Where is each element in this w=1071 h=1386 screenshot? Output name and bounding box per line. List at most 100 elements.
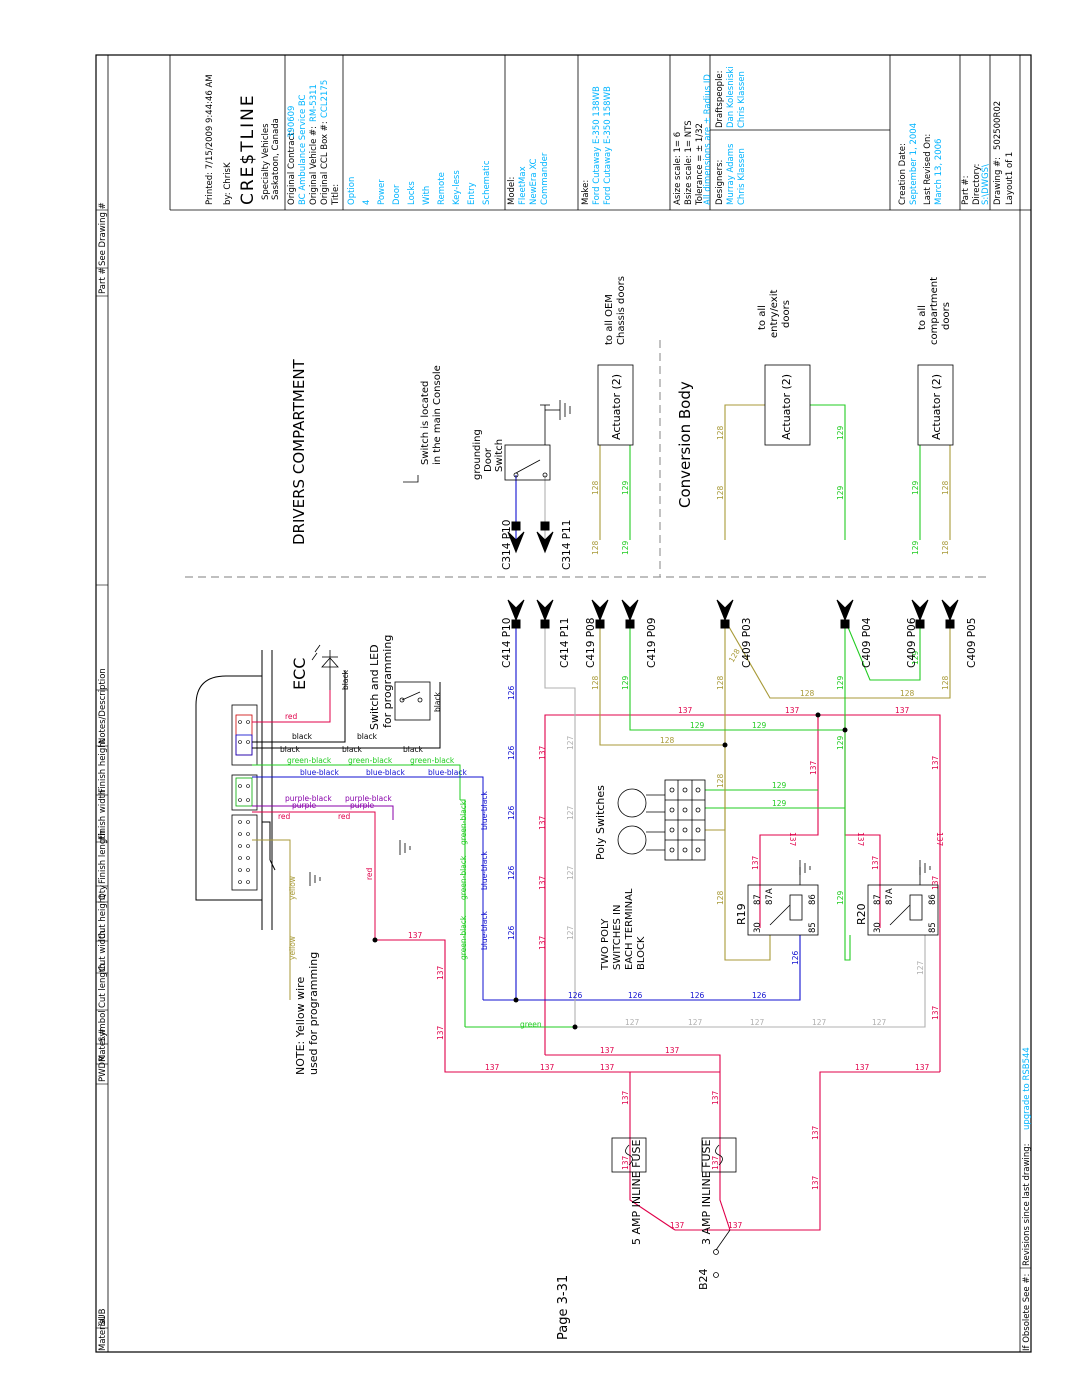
header-col-sub: SUB [98, 1308, 108, 1326]
svg-text:129: 129 [911, 480, 920, 495]
svg-text:128: 128 [716, 675, 725, 690]
svg-text:137: 137 [408, 931, 423, 940]
conversion-body-title: Conversion Body [676, 381, 694, 508]
header-dividers [96, 209, 108, 1329]
svg-text:30: 30 [753, 922, 763, 933]
svg-text:127: 127 [566, 805, 575, 820]
two-poly-1: TWO POLY [600, 918, 611, 971]
svg-text:Ford Cutaway E-350 138WB: Ford Cutaway E-350 138WB [592, 86, 602, 205]
svg-text:blue-black: blue-black [480, 851, 489, 890]
svg-text:Locks: Locks [407, 181, 417, 205]
header-col-notes: Notes/Description [98, 668, 108, 744]
svg-text:red: red [285, 712, 298, 721]
svg-text:30: 30 [873, 922, 883, 933]
svg-text:85: 85 [928, 922, 938, 933]
svg-text:NewEra XC: NewEra XC [529, 158, 539, 205]
svg-text:black: black [280, 745, 301, 754]
svg-text:purple: purple [292, 801, 316, 810]
relay-r19: R19 [735, 903, 748, 925]
svg-text:137: 137 [751, 855, 760, 870]
svg-text:129: 129 [772, 781, 787, 790]
svg-text:C409 P04: C409 P04 [861, 617, 873, 668]
svg-text:127: 127 [566, 865, 575, 880]
company-line1: Specialty Vehicles [261, 123, 271, 200]
tolerance: Tolerance = ± 1/32 [695, 123, 705, 206]
switch-led-label-2: for programming [381, 635, 394, 728]
svg-text:C419 P08: C419 P08 [585, 618, 597, 668]
svg-text:137: 137 [931, 755, 940, 770]
svg-text:127: 127 [872, 1018, 887, 1027]
svg-text:126: 126 [690, 991, 705, 1000]
switch-note-1: Switch is located [420, 381, 431, 465]
fuses [611, 1137, 737, 1173]
header-col-cutlength: Cut length [98, 964, 108, 1008]
svg-text:128: 128 [727, 647, 742, 664]
svg-text:red: red [278, 812, 291, 821]
svg-text:137: 137 [538, 875, 547, 890]
header-text: Material SUB PWDR Mater.# Symbol Cut len… [98, 202, 108, 1351]
svg-text:128: 128 [800, 689, 815, 698]
svg-text:Entry: Entry [467, 182, 477, 205]
led-switch [311, 644, 431, 721]
titleblock-lines [169, 55, 1031, 211]
relays [747, 860, 939, 936]
svg-text:Remote: Remote [437, 172, 447, 205]
svg-text:128: 128 [660, 736, 675, 745]
svg-text:red: red [365, 867, 374, 880]
header-col-cutwidth: Cut width [98, 930, 108, 971]
relay-r20: R20 [855, 903, 868, 925]
svg-text:127: 127 [750, 1018, 765, 1027]
svg-text:128: 128 [941, 675, 950, 690]
drafts-label: Draftspeople: [715, 70, 725, 128]
svg-text:C419 P09: C419 P09 [646, 618, 658, 668]
company-line2: Saskatoon, Canada [271, 118, 281, 200]
svg-text:Option: Option [347, 177, 357, 205]
svg-text:129: 129 [836, 675, 845, 690]
svg-text:126: 126 [507, 865, 516, 880]
drivers-compartment-title: DRIVERS COMPARTMENT [290, 358, 308, 545]
b24-source [713, 1229, 731, 1278]
svg-text:137: 137 [785, 706, 800, 715]
revised-value: March 13, 2006 [934, 139, 944, 205]
svg-text:129: 129 [690, 721, 705, 730]
title-label: Title: [331, 184, 341, 206]
sheet-border [95, 54, 1032, 1353]
ecc-harness [252, 670, 484, 1000]
svg-text:green-black: green-black [348, 756, 393, 765]
actuator-entry: Actuator (2) [780, 374, 793, 440]
svg-text:137: 137 [600, 1063, 615, 1072]
footer-revisions-value: upgrade to RSB544 [1022, 1047, 1032, 1130]
make-label: Make: [581, 180, 591, 205]
svg-text:Chassis doors: Chassis doors [616, 276, 627, 345]
svg-text:black: black [357, 732, 378, 741]
svg-text:purple-black: purple-black [345, 794, 392, 803]
part-label: Part #: [961, 176, 971, 205]
svg-text:doors: doors [941, 302, 952, 330]
svg-text:Key-less: Key-less [452, 170, 462, 205]
svg-text:129: 129 [621, 540, 630, 555]
svg-text:85: 85 [808, 922, 818, 933]
svg-text:black: black [433, 691, 442, 712]
svg-text:127: 127 [916, 960, 925, 975]
svg-text:129: 129 [772, 799, 787, 808]
svg-text:blue-black: blue-black [428, 768, 467, 777]
switch-led-label-1: Switch and LED [368, 644, 381, 730]
svg-text:127: 127 [566, 735, 575, 750]
svg-text:blue-black: blue-black [300, 768, 339, 777]
svg-text:Ford Cutaway E-350 158WB: Ford Cutaway E-350 158WB [603, 86, 613, 205]
svg-text:126: 126 [752, 991, 767, 1000]
svg-text:128: 128 [591, 540, 600, 555]
svg-text:128: 128 [900, 689, 915, 698]
title-lines: Option 4 Power Door Locks With Remote Ke… [347, 160, 492, 205]
svg-text:C409 P03: C409 P03 [741, 618, 753, 668]
model-label: Model: [507, 177, 517, 205]
page-number: Page 3-31 [556, 1275, 571, 1340]
svg-text:C409 P05: C409 P05 [966, 618, 978, 668]
svg-text:137: 137 [728, 1221, 743, 1230]
svg-text:green-black: green-black [287, 756, 332, 765]
svg-text:86: 86 [928, 894, 938, 905]
svg-text:C314 P11: C314 P11 [561, 520, 573, 570]
svg-text:128: 128 [591, 675, 600, 690]
company-logo: CRE$TLINE [238, 93, 258, 205]
